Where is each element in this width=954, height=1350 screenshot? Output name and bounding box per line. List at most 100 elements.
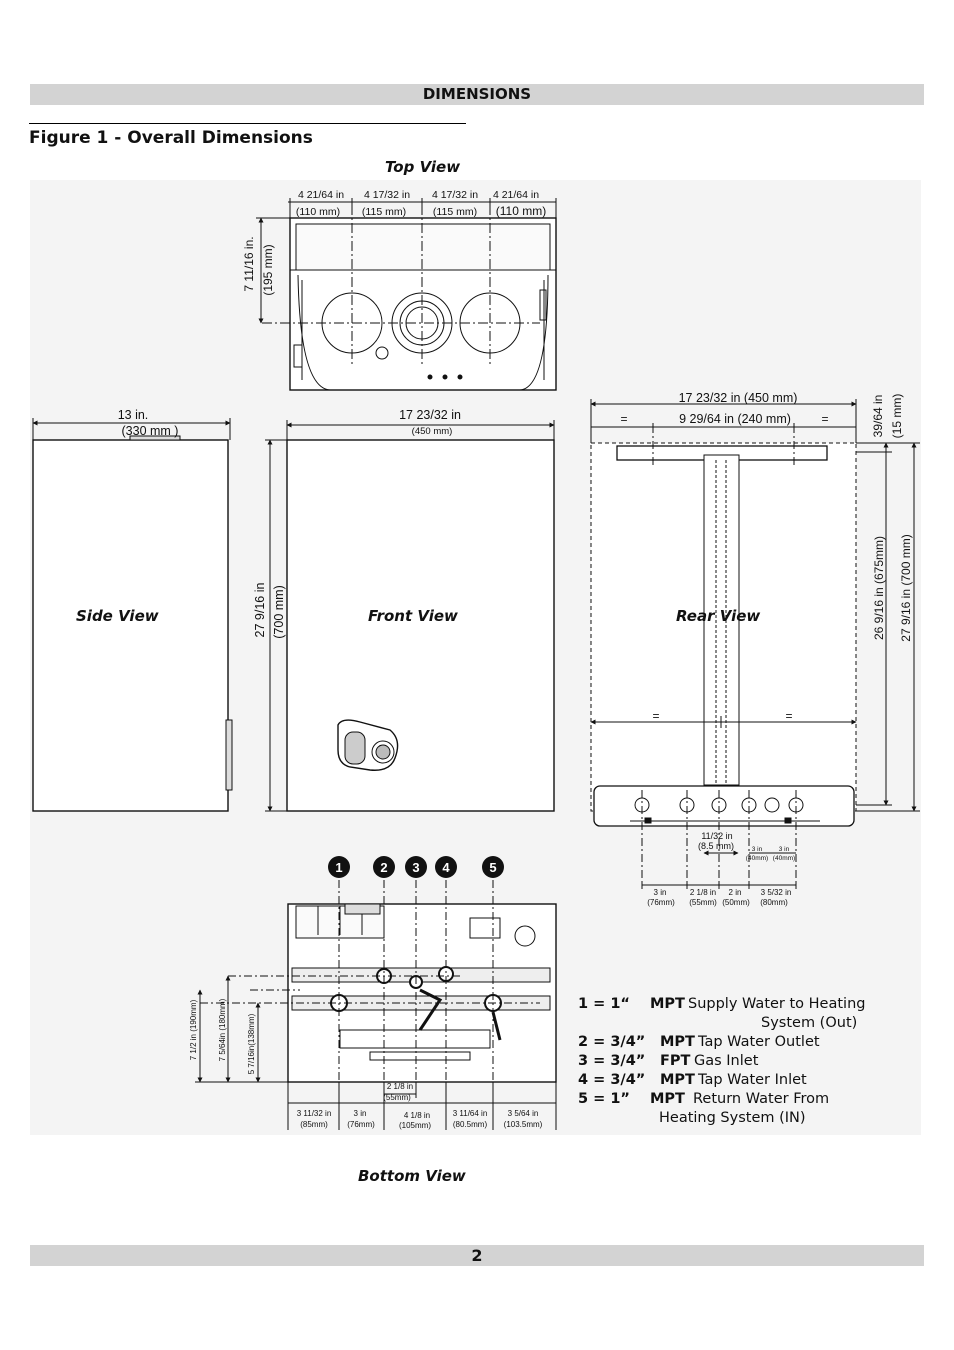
legend-key: 3 = 3/4” [578,1053,646,1069]
legend-type: MPT [660,1072,695,1088]
legend-key: 4 = 3/4” [578,1072,646,1088]
front-view-label: Front View [368,607,458,625]
bottom-b5-in: 3 5/64 in [508,1109,539,1118]
marker-3-label: 3 [412,860,419,875]
top-depth-mm: (195 mm) [261,244,275,295]
top-dim-2-in: 4 17/32 in [364,189,410,201]
rear-top-offset-in: 39/64 in [871,395,885,438]
legend-desc: Supply Water to Heating [688,996,866,1012]
legend-desc-cont: Heating System (IN) [659,1110,806,1126]
bottom-h1: 7 1/2 in (190mm) [189,999,198,1060]
bottom-b4-in: 3 11/64 in [453,1109,488,1118]
legend-type: MPT [650,996,685,1012]
marker-2-label: 2 [380,860,387,875]
rear-space-4-mm: (80mm) [760,898,788,907]
rear-view-label: Rear View [676,607,761,625]
legend-key: 5 = 1” [578,1091,630,1107]
legend-desc: Gas Inlet [694,1053,759,1069]
top-dim-4-in: 4 21/64 in [493,189,539,201]
rear-space-4-in: 3 5/32 in [761,888,792,897]
front-height-in: 27 9/16 in [253,583,267,638]
figure-title: Figure 1 - Overall Dimensions [29,128,313,148]
rear-view-drawing [590,399,920,889]
top-view-label: Top View [385,158,461,176]
bottom-b3-mm: (105mm) [399,1121,431,1130]
legend-desc: Tap Water Inlet [698,1072,807,1088]
rear-space-3-in: 2 in [729,888,742,897]
rear-pipe-dia-in: 11/32 in [701,831,732,841]
legend-type: FPT [660,1053,691,1069]
top-depth-in: 7 11/16 in. [242,236,256,291]
top-dim-1-mm: (110 mm) [296,206,340,218]
bottom-b2-in: 3 in [354,1109,367,1118]
bottom-b2-mm: (76mm) [347,1120,375,1129]
rear-space-2-mm: (55mm) [689,898,717,907]
rear-total-height: 27 9/16 in (700 mm) [899,534,913,641]
bottom-b5-mm: (103.5mm) [504,1120,543,1129]
page-number: 2 [471,1246,483,1265]
legend-desc-cont: System (Out) [761,1015,858,1031]
front-width-in: 17 23/32 in [399,408,461,422]
section-title: DIMENSIONS [422,85,532,103]
legend-key: 2 = 3/4” [578,1034,646,1050]
top-dim-1-in: 4 21/64 in [298,189,344,201]
rear-gap2-mm: (40mm) [773,855,795,862]
rear-eq-mid-left: = [652,709,659,723]
rear-eq-left: = [620,412,627,426]
rear-mount-height: 26 9/16 in (675mm) [872,536,886,640]
legend-desc: Return Water From [693,1091,830,1107]
legend-type: MPT [660,1034,695,1050]
rear-center: 9 29/64 in (240 mm) [679,412,791,426]
bottom-h3: 5 7/16in(138mm) [247,1013,256,1074]
front-height-mm: (700 mm) [272,585,286,638]
page-footer-bar: 2 [30,1245,924,1266]
bottom-h2: 7 5/64in (180mm) [218,998,227,1061]
rear-gap1-mm: (40mm) [746,855,768,862]
bottom-gas-mm: (55mm) [383,1093,411,1102]
top-view-drawing [256,198,557,391]
rear-space-1-mm: (76mm) [647,898,675,907]
bottom-view-markers: 1 2 3 4 5 [328,856,504,878]
rear-space-2-in: 2 1/8 in [690,888,716,897]
side-view-label: Side View [76,607,159,625]
bottom-gas-in: 2 1/8 in [387,1082,413,1091]
bottom-b1-in: 3 11/32 in [297,1109,332,1118]
side-width-mm: (330 mm ) [122,424,179,438]
marker-4-label: 4 [442,860,450,875]
rear-width: 17 23/32 in (450 mm) [679,391,798,405]
section-header-bar: DIMENSIONS [30,84,924,105]
rear-gap2-in: 3 in [779,846,790,853]
rear-gap1-in: 3 in [752,846,763,853]
bottom-view-drawing [195,880,557,1130]
top-dim-2-mm: (115 mm) [362,206,406,218]
top-dim-4-mm: (110 mm) [496,204,546,218]
marker-5 [482,856,504,878]
rear-space-1-in: 3 in [654,888,667,897]
marker-2 [373,856,395,878]
marker-5-label: 5 [489,860,496,875]
marker-3 [405,856,427,878]
figure-title-rule [29,123,466,124]
rear-pipe-dia-mm: (8.5 mm) [698,841,734,851]
marker-4 [435,856,457,878]
rear-top-offset-mm: (15 mm) [890,394,904,439]
rear-eq-right: = [821,412,828,426]
legend-key: 1 = 1“ [578,996,630,1012]
bottom-b1-mm: (85mm) [300,1120,328,1129]
legend-type: MPT [650,1091,685,1107]
bottom-b4-mm: (80.5mm) [453,1120,488,1129]
legend-desc: Tap Water Outlet [698,1034,820,1050]
bottom-view-label: Bottom View [358,1167,466,1185]
top-dim-3-in: 4 17/32 in [432,189,478,201]
rear-space-3-mm: (50mm) [722,898,750,907]
side-view-drawing [32,418,233,812]
front-view-drawing [265,420,555,812]
marker-1-label: 1 [335,860,342,875]
rear-eq-mid-right: = [785,709,792,723]
marker-1 [328,856,350,878]
front-width-mm: (450 mm) [412,426,453,437]
top-dim-3-mm: (115 mm) [433,206,477,218]
side-width-in: 13 in. [118,408,149,422]
bottom-b3-in: 4 1/8 in [404,1111,430,1120]
